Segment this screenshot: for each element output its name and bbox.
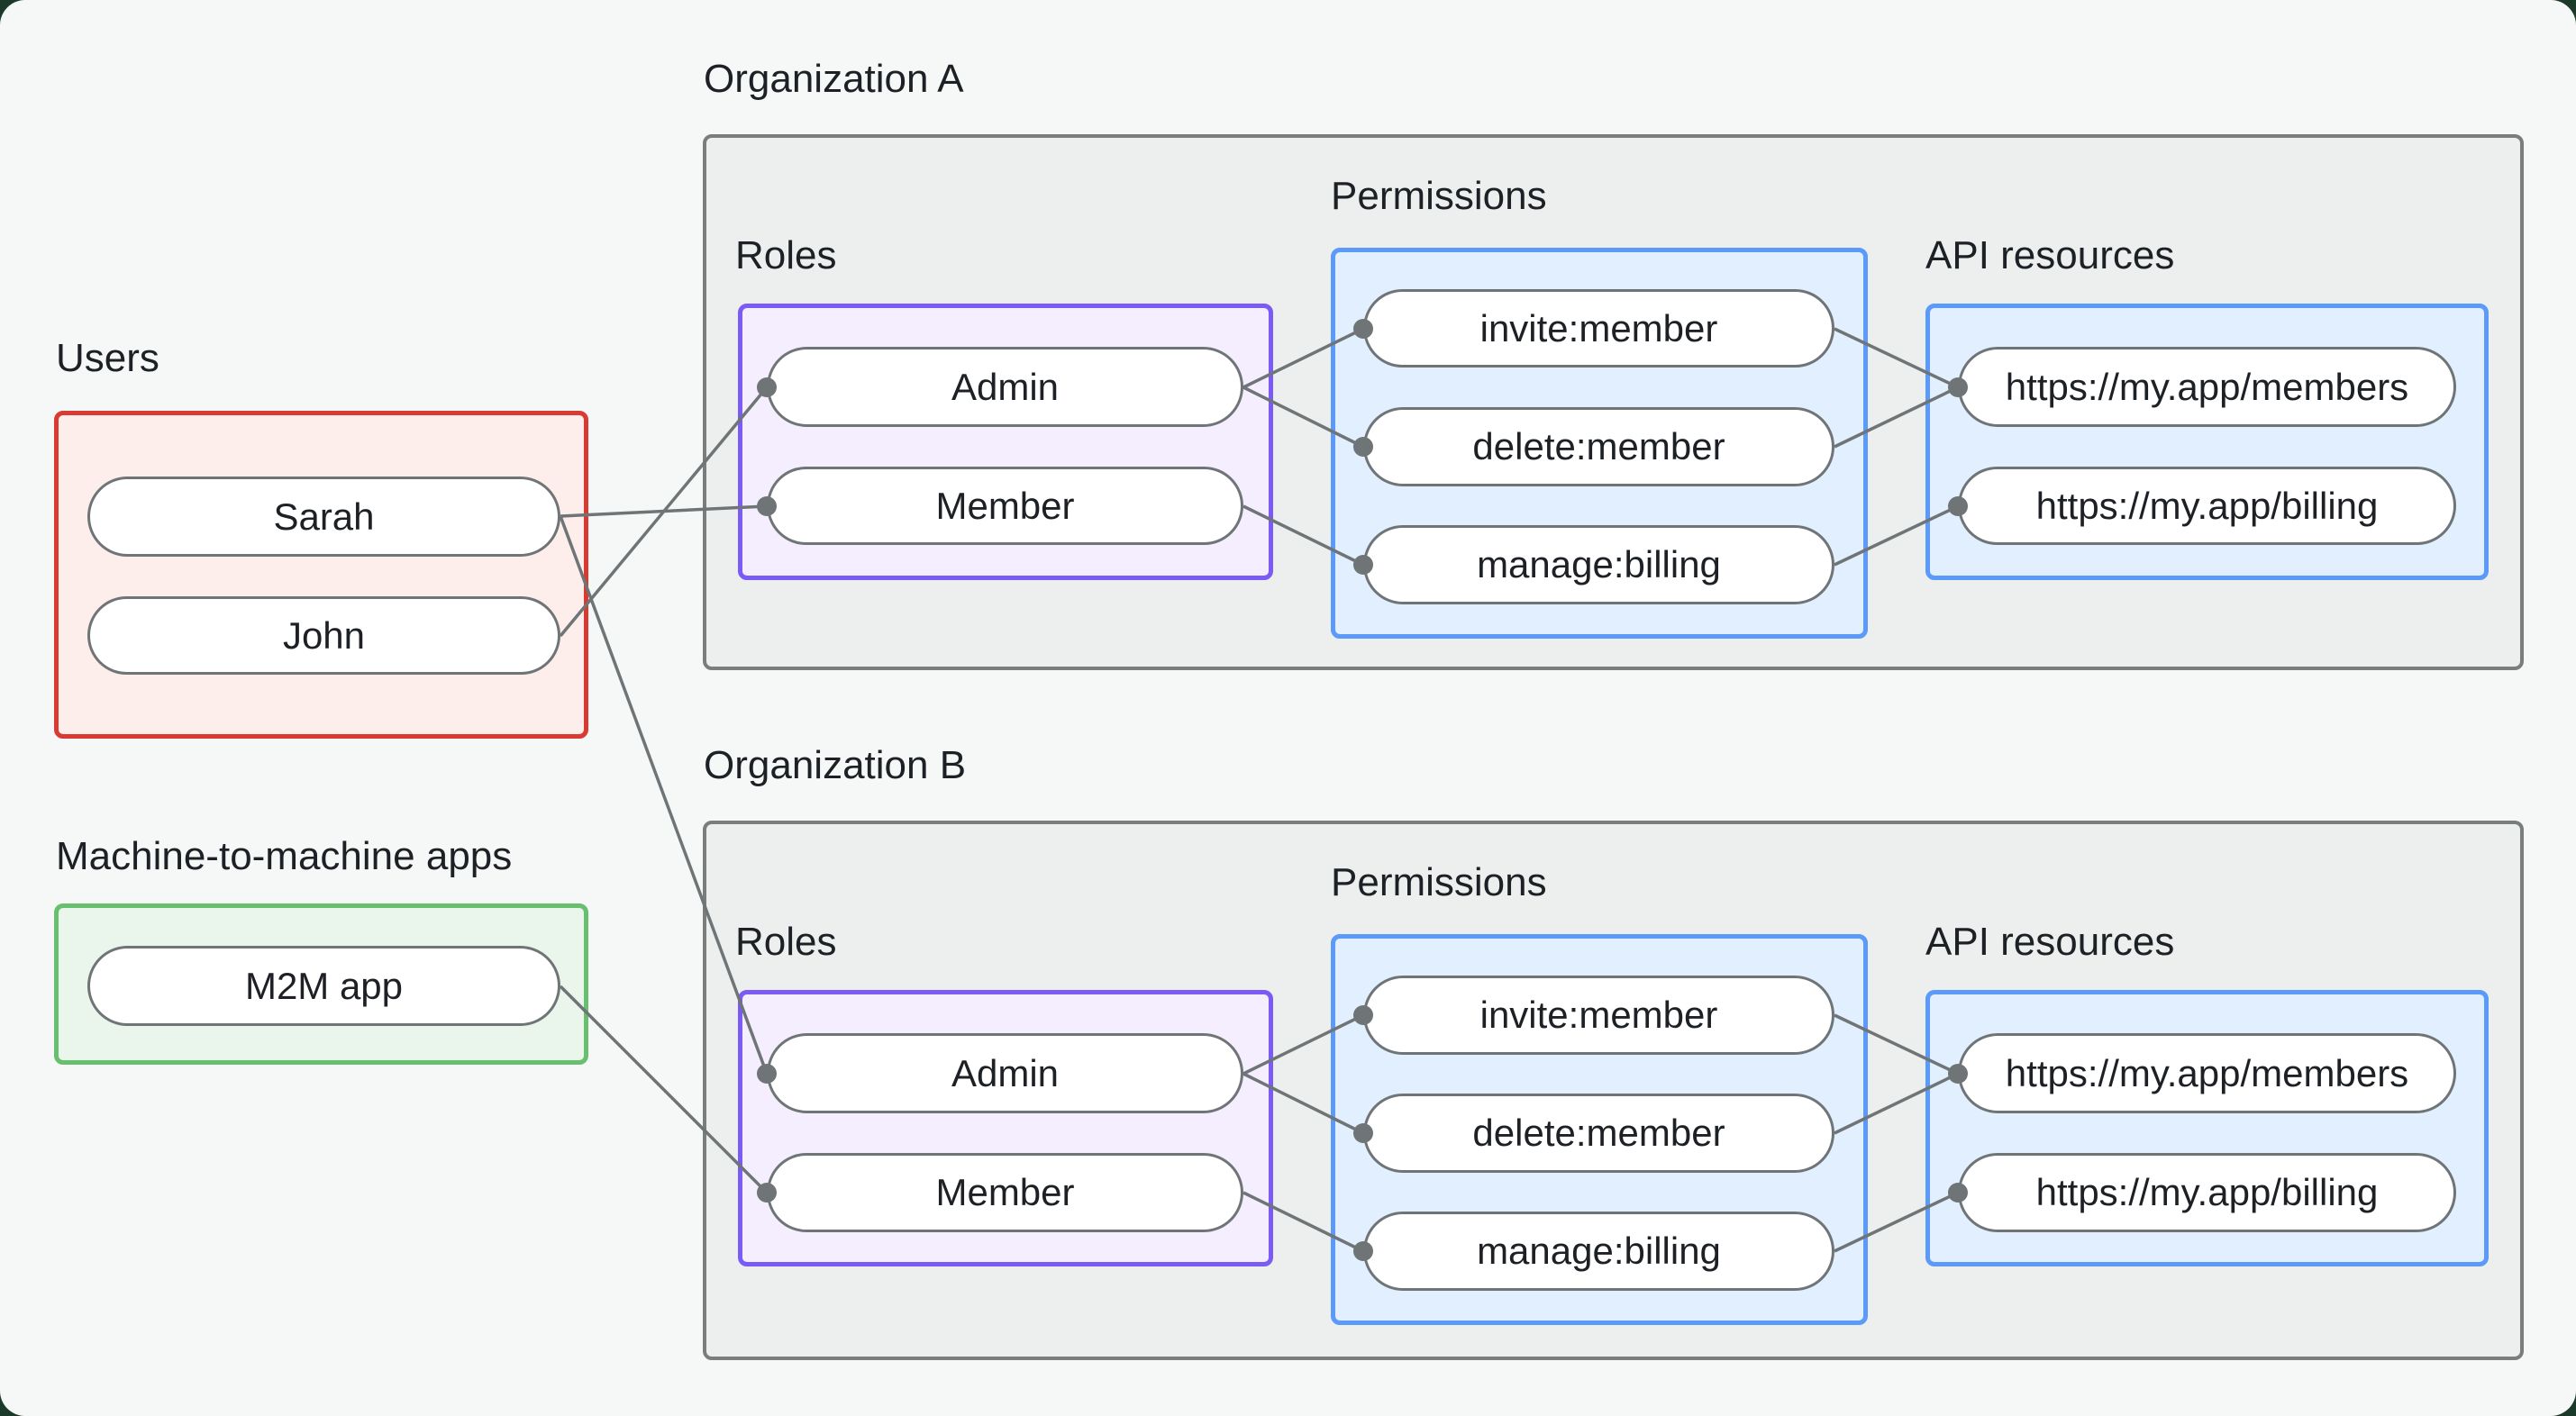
node-user-sarah: Sarah bbox=[87, 477, 560, 557]
node-org-a-api-members: https://my.app/members bbox=[1958, 347, 2456, 427]
org-b-permissions-label: Permissions bbox=[1331, 860, 1547, 904]
org-a-title: Organization A bbox=[704, 57, 964, 101]
node-org-b-permission-manage-billing: manage:billing bbox=[1363, 1212, 1834, 1291]
m2m-group-label: Machine-to-machine apps bbox=[56, 834, 513, 878]
node-org-a-permission-invite-member: invite:member bbox=[1363, 289, 1834, 368]
node-org-a-permission-manage-billing: manage:billing bbox=[1363, 525, 1834, 604]
node-m2m-app: M2M app bbox=[87, 946, 560, 1026]
org-b-roles-label: Roles bbox=[735, 920, 837, 964]
org-b-title: Organization B bbox=[704, 743, 967, 787]
node-org-b-permission-delete-member: delete:member bbox=[1363, 1094, 1834, 1173]
org-b-api-resources-label: API resources bbox=[1925, 920, 2175, 964]
org-a-roles-label: Roles bbox=[735, 233, 837, 277]
node-org-b-role-member: Member bbox=[767, 1153, 1243, 1232]
node-org-a-api-billing: https://my.app/billing bbox=[1958, 467, 2456, 545]
node-org-b-permission-invite-member: invite:member bbox=[1363, 976, 1834, 1055]
node-org-b-api-members: https://my.app/members bbox=[1958, 1033, 2456, 1113]
org-a-permissions-label: Permissions bbox=[1331, 174, 1547, 218]
node-org-a-permission-delete-member: delete:member bbox=[1363, 407, 1834, 486]
node-org-a-role-member: Member bbox=[767, 467, 1243, 545]
users-group-box bbox=[54, 411, 588, 739]
org-a-api-resources-label: API resources bbox=[1925, 233, 2175, 277]
node-org-b-role-admin: Admin bbox=[767, 1033, 1243, 1113]
users-group-label: Users bbox=[56, 336, 159, 380]
node-org-a-role-admin: Admin bbox=[767, 347, 1243, 427]
node-user-john: John bbox=[87, 596, 560, 675]
node-org-b-api-billing: https://my.app/billing bbox=[1958, 1153, 2456, 1232]
